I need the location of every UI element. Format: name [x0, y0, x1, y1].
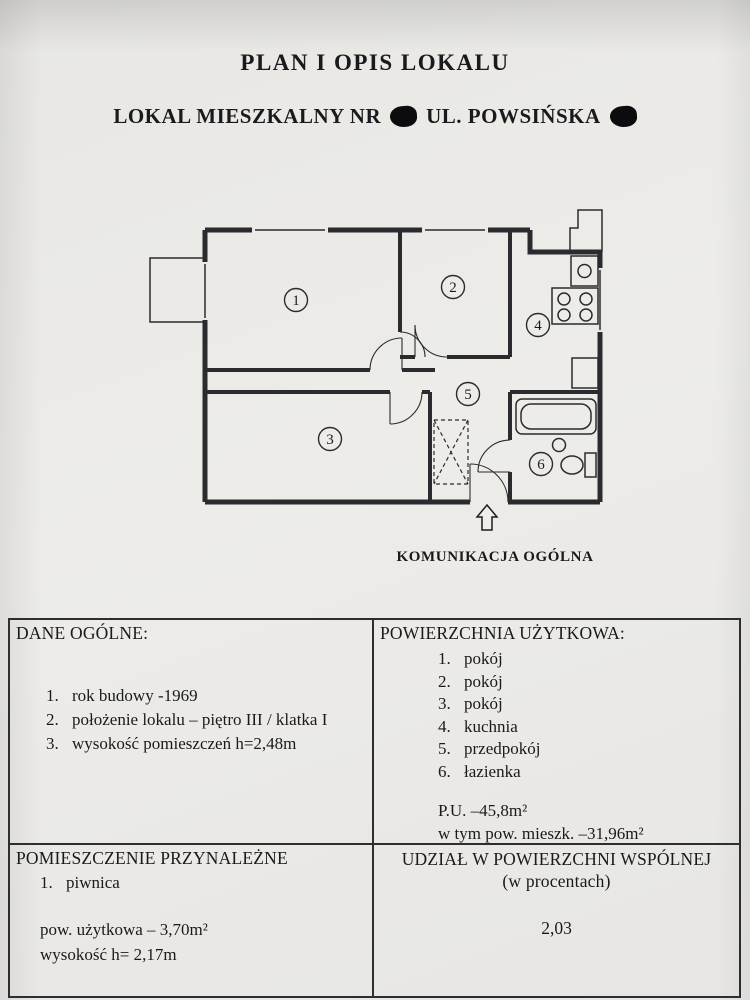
- redacted-street-number: [608, 105, 638, 128]
- room-label-1: 1: [283, 287, 309, 313]
- list-item: 3. wysokość pomieszczeń h=2,48m: [46, 732, 366, 756]
- list-item: 1. rok budowy -1969: [46, 684, 366, 708]
- list-item-number: 1.: [46, 686, 59, 705]
- belonging-room-area: pow. użytkowa – 3,70m²: [40, 920, 208, 939]
- list-item-text: pokój: [464, 649, 503, 668]
- room-label-6: 6: [528, 451, 554, 477]
- subtitle-street-text: UL. POWSIŃSKA: [426, 104, 601, 128]
- list-item-number: 1.: [438, 649, 451, 668]
- list-item: 6. łazienka: [438, 761, 733, 784]
- svg-text:2: 2: [449, 280, 457, 296]
- svg-text:5: 5: [464, 387, 472, 403]
- balcony-outline: [149, 257, 206, 323]
- info-table: DANE OGÓLNE: 1. rok budowy -1969 2. poło…: [8, 618, 741, 998]
- belonging-room-height: wysokość h= 2,17m: [40, 945, 177, 964]
- list-item-text: pokój: [464, 694, 503, 713]
- plan-caption: KOMUNIKACJA OGÓLNA: [396, 549, 594, 565]
- kitchen-fixtures: [551, 255, 599, 389]
- floor-plan-drawing: 1 2 3 4 5: [149, 209, 604, 531]
- list-item-text: łazienka: [464, 761, 521, 781]
- list-item-text: przedpokój: [464, 739, 541, 758]
- bathroom-fixtures: [515, 398, 597, 478]
- stove-burner-icon: [579, 292, 593, 306]
- floor-plan: 1 2 3 4 5: [140, 192, 610, 534]
- stairwell-shaft: [569, 209, 603, 252]
- belonging-room-header: POMIESZCZENIE PRZYNALEŻNE: [16, 848, 288, 868]
- redacted-flat-number: [389, 105, 418, 128]
- belonging-room-metrics: pow. użytkowa – 3,70m² wysokość h= 2,17m: [40, 917, 366, 967]
- list-item: 2. położenie lokalu – piętro III / klatk…: [46, 708, 366, 732]
- list-item-number: 4.: [438, 716, 451, 736]
- kitchen-sink-icon: [570, 255, 599, 287]
- usable-area-list: 1. pokój 2. pokój 3. pokój 4. kuchnia 5.: [438, 648, 733, 783]
- common-share-header-line1: UDZIAŁ W POWIERZCHNI WSPÓLNEJ: [401, 849, 712, 869]
- room-labels: 1 2 3 4 5: [283, 274, 554, 477]
- kitchen-appliance: [571, 357, 599, 389]
- general-data-cell: DANE OGÓLNE: 1. rok budowy -1969 2. poło…: [10, 620, 374, 845]
- room-label-4: 4: [525, 312, 551, 338]
- washbasin-icon: [551, 437, 567, 453]
- document-title: PLAN I OPIS LOKALU: [240, 50, 510, 75]
- usable-area-totals: P.U. –45,8m² w tym pow. mieszk. –31,96m²: [438, 799, 733, 843]
- subtitle-flat-text: LOKAL MIESZKALNY NR: [113, 104, 382, 128]
- belonging-room-cell: POMIESZCZENIE PRZYNALEŻNE 1. piwnica pow…: [10, 845, 374, 996]
- list-item-number: 6.: [438, 761, 451, 781]
- svg-text:4: 4: [534, 318, 542, 334]
- usable-area-header: POWIERZCHNIA UŻYTKOWA:: [380, 623, 625, 643]
- stove-burner-icon: [557, 292, 571, 306]
- list-item-text: piwnica: [66, 873, 120, 892]
- wardrobe-dashed-outline: [433, 419, 469, 485]
- bathtub-inner: [520, 403, 592, 430]
- list-item: 5. przedpokój: [438, 738, 733, 761]
- list-item-number: 2.: [438, 671, 451, 691]
- list-item-number: 3.: [438, 694, 451, 713]
- list-item-text: wysokość pomieszczeń h=2,48m: [72, 734, 297, 753]
- document-subtitle: LOKAL MIESZKALNY NR UL. POWSIŃSKA: [0, 104, 750, 129]
- residential-area: w tym pow. mieszk. –31,96m²: [438, 824, 644, 843]
- list-item-number: 5.: [438, 739, 451, 758]
- list-item: 1. piwnica: [40, 871, 366, 895]
- interior-walls: [205, 230, 600, 502]
- toilet-bowl-icon: [560, 455, 584, 475]
- toilet-tank-icon: [584, 452, 597, 478]
- list-item-number: 2.: [46, 710, 59, 729]
- list-item-text: kuchnia: [464, 716, 518, 736]
- general-data-header: DANE OGÓLNE:: [16, 623, 149, 643]
- total-usable-area: P.U. –45,8m²: [438, 801, 528, 820]
- entrance-arrow-icon: [475, 503, 499, 531]
- kitchen-stove-icon: [551, 287, 599, 325]
- general-data-list: 1. rok budowy -1969 2. położenie lokalu …: [46, 684, 366, 756]
- room-label-5: 5: [455, 381, 481, 407]
- belonging-room-list: 1. piwnica: [40, 871, 366, 895]
- common-share-header-line2: (w procentach): [502, 871, 611, 891]
- list-item-number: 1.: [40, 873, 53, 892]
- list-item: 3. pokój: [438, 693, 733, 716]
- bathtub-icon: [515, 398, 597, 435]
- room-label-3: 3: [317, 426, 343, 452]
- sink-basin-icon: [577, 263, 592, 279]
- list-item-text: rok budowy -1969: [72, 686, 198, 705]
- list-item-text: pokój: [464, 671, 503, 691]
- list-item: 2. pokój: [438, 671, 733, 694]
- svg-text:6: 6: [537, 457, 545, 473]
- svg-text:1: 1: [292, 293, 300, 309]
- list-item: 4. kuchnia: [438, 716, 733, 739]
- stove-burner-icon: [579, 308, 593, 322]
- common-share-value: 2,03: [541, 918, 572, 938]
- common-share-cell: UDZIAŁ W POWIERZCHNI WSPÓLNEJ (w procent…: [374, 845, 739, 996]
- door-arcs: [369, 324, 511, 503]
- room-label-2: 2: [440, 274, 466, 300]
- windows: [201, 226, 604, 332]
- usable-area-cell: POWIERZCHNIA UŻYTKOWA: 1. pokój 2. pokój…: [374, 620, 739, 845]
- list-item-text: położenie lokalu – piętro III / klatka I: [72, 710, 328, 729]
- list-item: 1. pokój: [438, 648, 733, 671]
- list-item-number: 3.: [46, 734, 59, 753]
- stove-burner-icon: [557, 308, 571, 322]
- svg-text:3: 3: [326, 432, 334, 448]
